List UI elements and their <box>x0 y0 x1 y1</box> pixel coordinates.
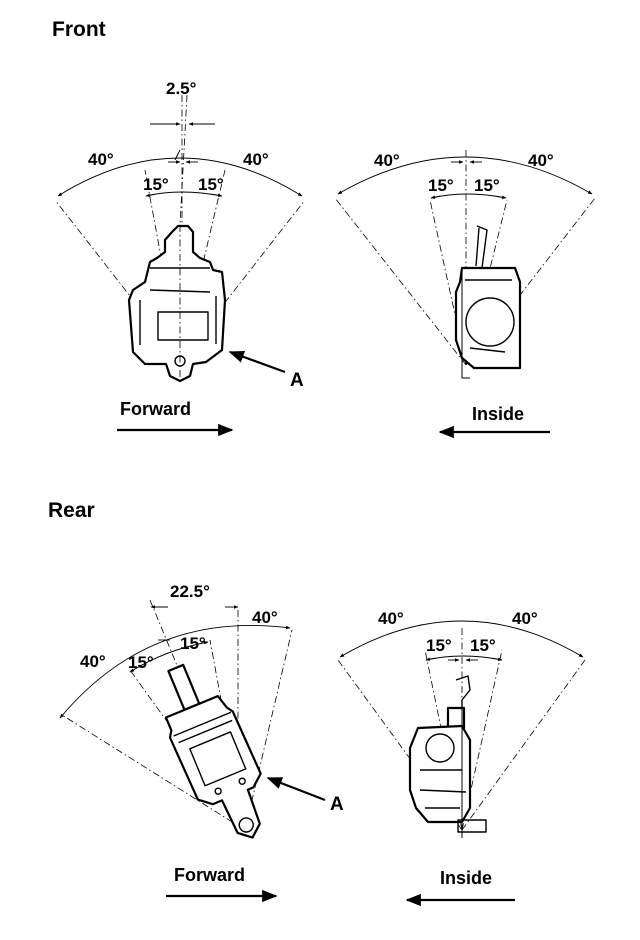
front-right-40-arc <box>337 156 593 195</box>
rear-left-view: 22.5° 40° 40° 15° 15° A Forward <box>59 582 344 903</box>
rear-left-callout-arrow <box>266 776 326 802</box>
front-left-direction-label: Forward <box>120 399 191 419</box>
front-right-actuator <box>454 225 522 379</box>
front-title: Front <box>52 18 106 41</box>
rear-left-outer-left-label: 40° <box>80 652 106 671</box>
rear-right-outer-left-label: 40° <box>378 609 404 628</box>
rear-right-inner-left-label: 15° <box>426 636 452 655</box>
front-right-40-left-line <box>334 197 467 366</box>
front-left-view: 2.5° 40° 40° 15° 15° A Forward <box>54 79 306 437</box>
front-right-outer-right-label: 40° <box>528 151 554 170</box>
front-left-15-arc <box>145 191 223 198</box>
front-right-direction-label: Inside <box>472 404 524 424</box>
rear-right-40-arc <box>339 620 584 658</box>
front-left-callout-arrow <box>228 350 286 374</box>
rear-right-40-right-line <box>461 659 586 831</box>
front-left-inner-right-label: 15° <box>198 175 224 194</box>
front-left-40-arc <box>57 157 303 197</box>
rear-right-15-arc <box>425 655 503 661</box>
front-right-15-right-line <box>465 199 508 366</box>
front-right-15-arc <box>430 193 507 199</box>
front-right-inner-right-label: 15° <box>474 176 500 195</box>
rear-right-view: 40° 40° 15° 15° Inside <box>337 609 586 907</box>
rear-left-inner-right-label: 15° <box>180 634 206 653</box>
front-right-inner-left-label: 15° <box>428 176 454 195</box>
front-right-outer-left-label: 40° <box>374 151 400 170</box>
front-right-view: 40° 40° 15° 15° Inside <box>334 150 596 439</box>
rear-left-15-arc <box>129 640 209 673</box>
rear-right-inner-right-label: 15° <box>470 636 496 655</box>
front-left-tilted-centerline <box>179 94 188 226</box>
rear-right-actuator <box>408 675 487 838</box>
rear-left-top-angle-label: 22.5° <box>170 582 210 601</box>
rear-left-outer-right-label: 40° <box>252 608 278 627</box>
rear-left-inner-left-label: 15° <box>128 653 154 672</box>
front-left-actuator <box>127 224 227 383</box>
rear-left-40-left-line <box>61 714 246 831</box>
rear-right-outer-right-label: 40° <box>512 609 538 628</box>
rear-left-actuator <box>164 663 262 839</box>
front-left-outer-right-label: 40° <box>243 150 269 169</box>
rear-title: Rear <box>48 499 95 522</box>
rear-right-direction-label: Inside <box>440 868 492 888</box>
front-left-top-angle-label: 2.5° <box>166 79 197 98</box>
front-left-callout-label: A <box>290 370 304 391</box>
front-left-inner-left-label: 15° <box>143 175 169 194</box>
front-right-15-left-line <box>429 199 467 366</box>
rear-left-40-right-line <box>244 629 293 831</box>
front-left-outer-left-label: 40° <box>88 150 114 169</box>
rear-left-callout-label: A <box>330 794 344 815</box>
rear-left-direction-label: Forward <box>174 865 245 885</box>
